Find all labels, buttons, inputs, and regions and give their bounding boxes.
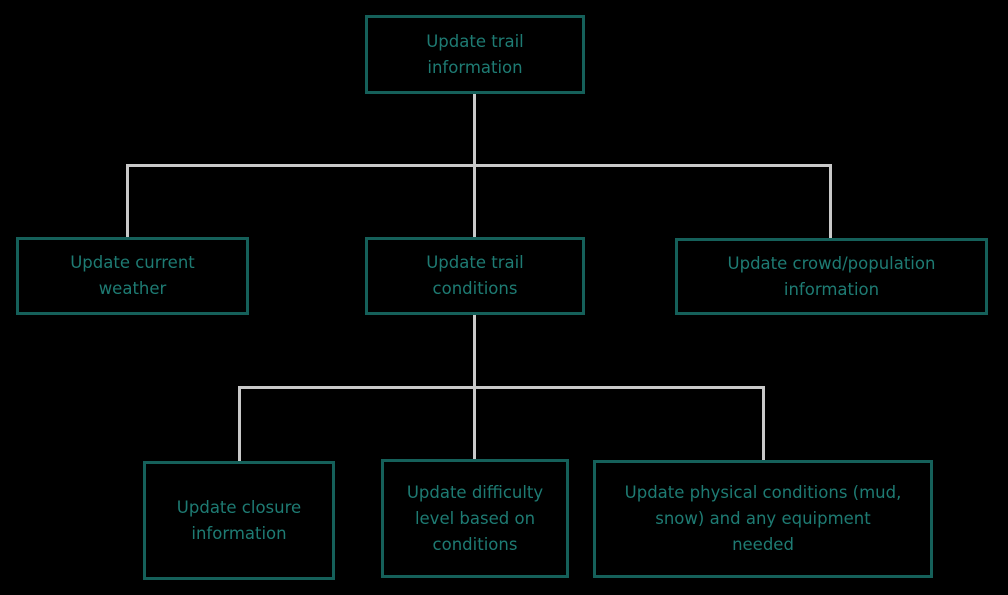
connector-crowd-vertical [829, 164, 832, 239]
node-update-crowd-population-information: Update crowd/population information [675, 238, 988, 315]
node-update-trail-information: Update trail information [365, 15, 585, 94]
connector-closure-vertical [238, 386, 241, 462]
connector-level3-horizontal [238, 386, 765, 389]
node-update-physical-conditions: Update physical conditions (mud, snow) a… [593, 460, 933, 578]
node-update-current-weather: Update current weather [16, 237, 249, 315]
connector-physical-vertical [762, 386, 765, 461]
node-update-closure-information: Update closure information [143, 461, 335, 580]
node-update-difficulty-level: Update difficulty level based on conditi… [381, 459, 569, 578]
connector-weather-vertical [126, 164, 129, 238]
node-update-trail-conditions: Update trail conditions [365, 237, 585, 315]
connector-level2-horizontal [126, 164, 832, 167]
